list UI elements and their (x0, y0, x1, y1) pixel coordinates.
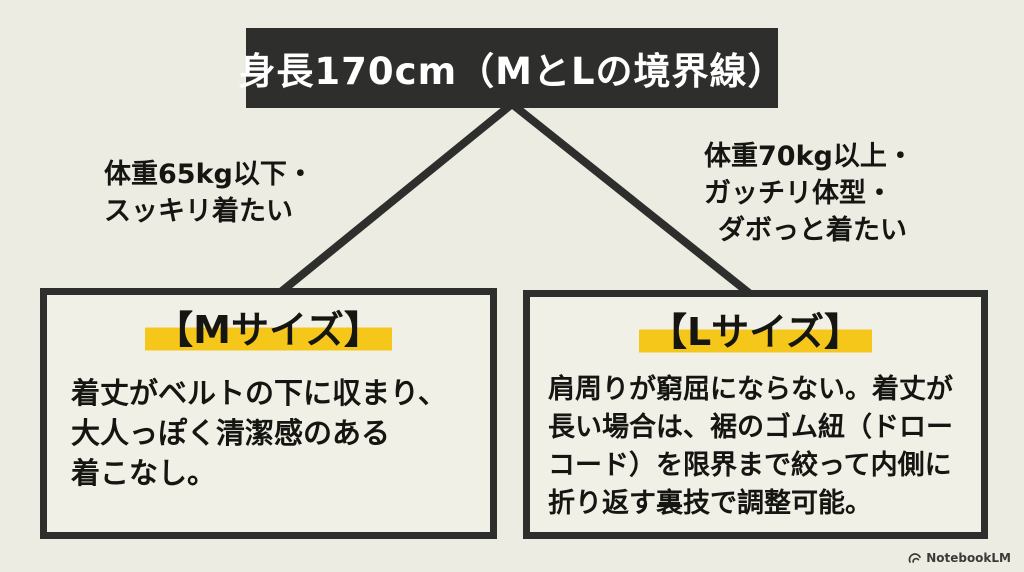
description-line: 長い場合は、裾のゴム紐（ドロー (548, 412, 953, 443)
size-box-l-heading-text: 【Lサイズ】 (638, 310, 873, 354)
connector-left-line (279, 100, 515, 295)
branch-label-m-condition: 体重65kg以下・ スッキリ着たい (104, 156, 314, 230)
branch-label-line: ダボっと着たい (718, 215, 907, 246)
size-box-m-heading-text: 【Mサイズ】 (145, 308, 392, 352)
branch-label-line: 体重70kg以上・ (704, 141, 914, 172)
branch-label-line: スッキリ着たい (104, 196, 293, 227)
description-line: 着こなし。 (71, 456, 217, 490)
branch-label-line: 体重65kg以下・ (104, 159, 314, 190)
size-box-m: 【Mサイズ】 着丈がベルトの下に収まり、 大人っぽく清潔感のある 着こなし。 (40, 288, 497, 539)
size-box-m-description: 着丈がベルトの下に収まり、 大人っぽく清潔感のある 着こなし。 (71, 373, 490, 493)
branch-label-l-condition: 体重70kg以上・ ガッチリ体型・ ダボっと着たい (704, 138, 914, 249)
notebooklm-watermark: NotebookLM (908, 551, 1011, 565)
size-box-l-heading: 【Lサイズ】 (530, 310, 981, 354)
root-node-title: 身長170cm（MとLの境界線） (238, 50, 786, 93)
description-line: 着丈がベルトの下に収まり、 (71, 376, 447, 410)
notebooklm-logo-icon (908, 553, 922, 563)
size-box-l: 【Lサイズ】 肩周りが窮屈にならない。着丈が 長い場合は、裾のゴム紐（ドロー コ… (523, 290, 988, 539)
size-box-m-heading: 【Mサイズ】 (47, 308, 490, 352)
root-node-height-boundary: 身長170cm（MとLの境界線） (238, 28, 785, 108)
description-line: 大人っぽく清潔感のある (71, 416, 391, 450)
description-line: 肩周りが窮屈にならない。着丈が (548, 374, 953, 405)
branch-label-line: ガッチリ体型・ (704, 178, 893, 209)
description-line: コード）を限界まで絞って内側に (548, 450, 952, 481)
description-line: 折り返す裏技で調整可能。 (548, 488, 872, 519)
size-box-l-description: 肩周りが窮屈にならない。着丈が 長い場合は、裾のゴム紐（ドロー コード）を限界ま… (548, 371, 981, 523)
notebooklm-watermark-label: NotebookLM (926, 551, 1011, 565)
